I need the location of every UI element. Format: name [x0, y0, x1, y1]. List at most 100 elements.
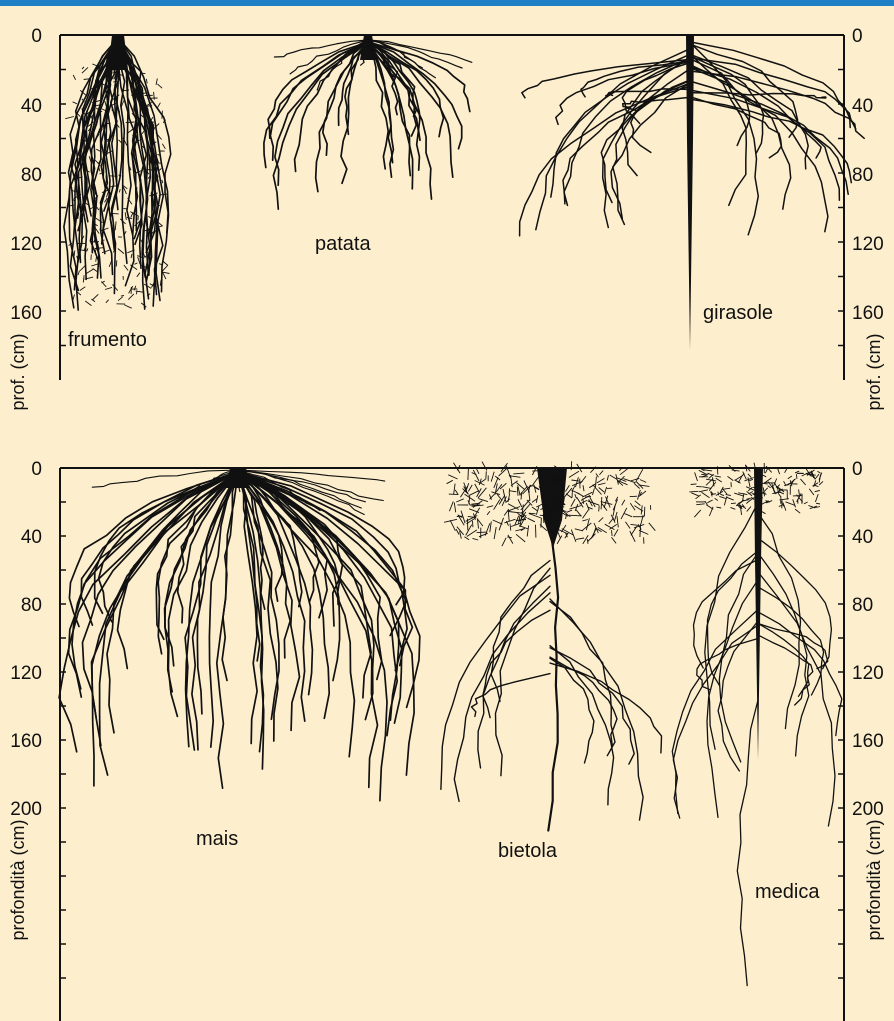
lower-left-tick-160: 160: [10, 731, 42, 752]
root-hair: [613, 505, 615, 517]
root-hair: [502, 538, 506, 546]
root-hair: [621, 508, 627, 519]
root-hair: [602, 504, 607, 511]
root-strand: [59, 472, 238, 752]
root-hair: [113, 81, 117, 82]
root-hair: [73, 102, 77, 104]
lower-right-tick-40: 40: [852, 527, 873, 548]
root-hair: [137, 273, 140, 277]
root-hair: [716, 507, 721, 508]
root-hair: [449, 501, 453, 511]
root-hair: [598, 483, 606, 485]
root-hair: [788, 476, 792, 479]
root-hair: [567, 510, 573, 512]
root-hair: [116, 260, 117, 266]
root-hair: [532, 471, 541, 472]
root-hair: [162, 180, 163, 183]
root-hair: [816, 503, 820, 504]
root-hair: [557, 530, 560, 538]
root-hair: [799, 489, 800, 495]
plant-label-patata: patata: [315, 233, 371, 255]
plant-label-mais: mais: [196, 828, 238, 850]
root-hair: [464, 537, 469, 540]
root-hair: [607, 475, 608, 480]
root-hair: [808, 506, 812, 507]
root-hair: [157, 84, 162, 88]
lower-left-tick-0: 0: [31, 459, 42, 480]
root-hair: [569, 471, 579, 477]
root-hair: [815, 494, 818, 502]
root-hair: [447, 480, 453, 483]
root-hair: [583, 510, 589, 519]
root-hair: [477, 532, 487, 533]
plant-label-medica: medica: [755, 881, 820, 903]
root-hair: [124, 265, 128, 271]
root-hair: [625, 514, 633, 517]
root-strand: [341, 42, 368, 183]
root-hair: [571, 530, 576, 542]
root-hair: [85, 301, 91, 306]
root-hair: [468, 469, 469, 480]
root-hair: [636, 481, 643, 489]
root-hair: [92, 294, 98, 300]
upper-right-tick-80: 80: [852, 165, 873, 186]
root-hair: [75, 209, 76, 214]
root-hair: [509, 491, 516, 492]
root-hair: [125, 212, 126, 220]
root-hair: [156, 78, 157, 84]
root-hair: [748, 474, 752, 478]
root-strand: [718, 621, 758, 771]
upper-right-tick-40: 40: [852, 96, 873, 117]
root-hair: [482, 462, 487, 471]
root-hair: [694, 510, 701, 517]
root-strand: [550, 648, 634, 764]
root-hair: [454, 484, 456, 495]
root-hair: [517, 487, 518, 496]
root-hair: [121, 296, 124, 297]
root-hair: [625, 522, 630, 529]
lower-left-tick-80: 80: [21, 595, 42, 616]
root-strand: [758, 538, 831, 669]
root-hair: [487, 506, 493, 508]
root-hair: [715, 476, 721, 477]
root-hair: [724, 496, 727, 505]
root-hair: [800, 479, 805, 485]
root-hair: [74, 251, 75, 257]
root-hair: [513, 473, 524, 474]
root-hair: [564, 488, 572, 498]
root-hair: [127, 218, 132, 219]
root-hair: [577, 493, 584, 497]
root-hair: [731, 503, 736, 504]
root-hair: [468, 485, 472, 492]
root-hair: [728, 476, 734, 480]
root-strand: [603, 57, 690, 227]
root-hair: [699, 470, 706, 474]
root-hair: [486, 471, 487, 479]
root-hair: [78, 213, 79, 216]
root-hair: [527, 525, 528, 536]
root-hair: [487, 511, 490, 515]
root-hair: [456, 499, 463, 502]
upper-right-tick-120: 120: [852, 234, 884, 255]
lower-right-tick-0: 0: [852, 459, 863, 480]
root-hair: [93, 269, 98, 272]
root-hair: [593, 488, 595, 495]
root-hair: [102, 250, 110, 253]
root-hair: [477, 469, 479, 474]
root-hair: [84, 141, 88, 142]
root-hair: [97, 207, 99, 210]
root-strand: [238, 472, 263, 752]
root-hair: [162, 111, 163, 119]
root-hair: [804, 502, 808, 504]
root-system-patata: [264, 35, 472, 209]
root-hair: [157, 103, 160, 108]
root-hair: [490, 521, 492, 532]
root-system-girasole: [520, 35, 865, 350]
root-hair: [124, 305, 131, 308]
root-hair: [80, 287, 85, 291]
root-hair: [163, 272, 170, 273]
root-strand: [550, 602, 615, 756]
root-hair: [777, 485, 779, 488]
root-hair: [94, 239, 95, 242]
root-hair: [478, 499, 488, 502]
